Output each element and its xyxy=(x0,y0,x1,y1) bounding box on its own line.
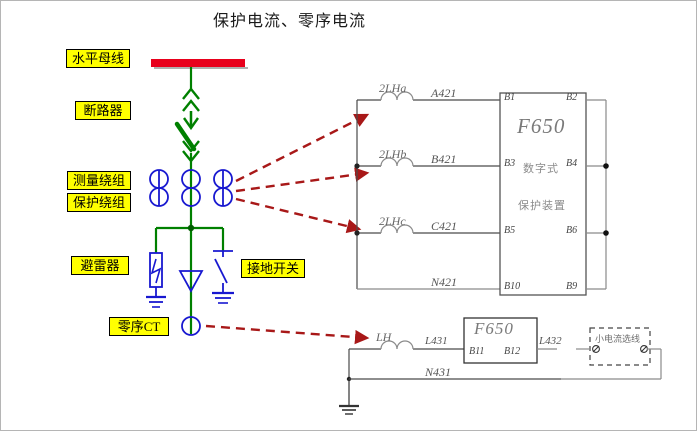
wire-label-l432: L432 xyxy=(539,335,562,347)
relay-main-line1: 数字式 xyxy=(523,163,559,175)
zero-sequence-circuit xyxy=(346,340,561,382)
terminal-b1: B1 xyxy=(504,92,516,103)
label-measuring-winding: 测量绕组 xyxy=(67,171,131,190)
label-zero-sequence-ct: 零序CT xyxy=(109,317,169,336)
terminal-b4: B4 xyxy=(566,158,578,169)
label-protection-winding: 保护绕组 xyxy=(67,193,131,212)
phase-b-circuit xyxy=(354,157,500,233)
relay-main-line2: 保护装置 xyxy=(518,200,566,212)
terminal-b11: B11 xyxy=(469,346,485,357)
cable-termination-icon xyxy=(178,270,204,293)
terminal-b2: B2 xyxy=(566,92,578,103)
terminal-b12: B12 xyxy=(504,346,521,357)
lower-disconnector-icon xyxy=(182,140,200,163)
grounding-switch-icon xyxy=(212,250,234,304)
branch-tap xyxy=(154,224,225,253)
label-horizontal-bus: 水平母线 xyxy=(66,49,130,68)
horizontal-bus xyxy=(151,59,248,69)
circuit-breaker-icon xyxy=(174,121,197,152)
label-surge-arrester: 避雷器 xyxy=(71,256,129,275)
wire-label-n421: N421 xyxy=(431,275,458,289)
upper-disconnector-icon xyxy=(182,87,200,131)
page-title: 保护电流、零序电流 xyxy=(212,13,366,30)
relay-zero-model: F650 xyxy=(474,319,514,338)
wire-label-b421: B421 xyxy=(431,152,457,166)
terminal-b3: B3 xyxy=(504,158,516,169)
ct-label-a: 2LHa xyxy=(379,81,407,95)
label-circuit-breaker: 断路器 xyxy=(75,101,131,120)
wire-label-l431: L431 xyxy=(425,335,448,347)
relay-main-model: F650 xyxy=(517,114,566,138)
phase-a-circuit xyxy=(356,91,500,166)
wire-label-n431: N431 xyxy=(425,365,452,379)
ct-label-b: 2LHb xyxy=(379,147,407,161)
terminal-b10: B10 xyxy=(504,281,521,292)
terminal-b6: B6 xyxy=(566,225,578,236)
selector-dashed-box xyxy=(561,327,662,380)
ct-label-lh: LH xyxy=(376,330,392,344)
current-transformer-windings xyxy=(149,169,233,207)
relay-f650-main-box xyxy=(499,92,587,296)
relay-f650-zero-box xyxy=(463,317,557,364)
relay-return-bus xyxy=(586,99,609,290)
ct-label-c: 2LHc xyxy=(379,214,406,228)
terminal-b5: B5 xyxy=(504,225,516,236)
wire-label-c421: C421 xyxy=(431,219,458,233)
terminal-b9: B9 xyxy=(566,281,578,292)
zero-sequence-ct-icon xyxy=(181,316,201,336)
selector-box-label: 小电流选线 xyxy=(595,334,641,344)
reference-arrows xyxy=(205,113,370,345)
bottom-ground-icon xyxy=(339,379,359,415)
surge-arrester-icon xyxy=(146,252,166,308)
wire-label-a421: A421 xyxy=(431,86,457,100)
label-grounding-switch: 接地开关 xyxy=(241,259,305,278)
phase-c-circuit xyxy=(354,224,500,289)
